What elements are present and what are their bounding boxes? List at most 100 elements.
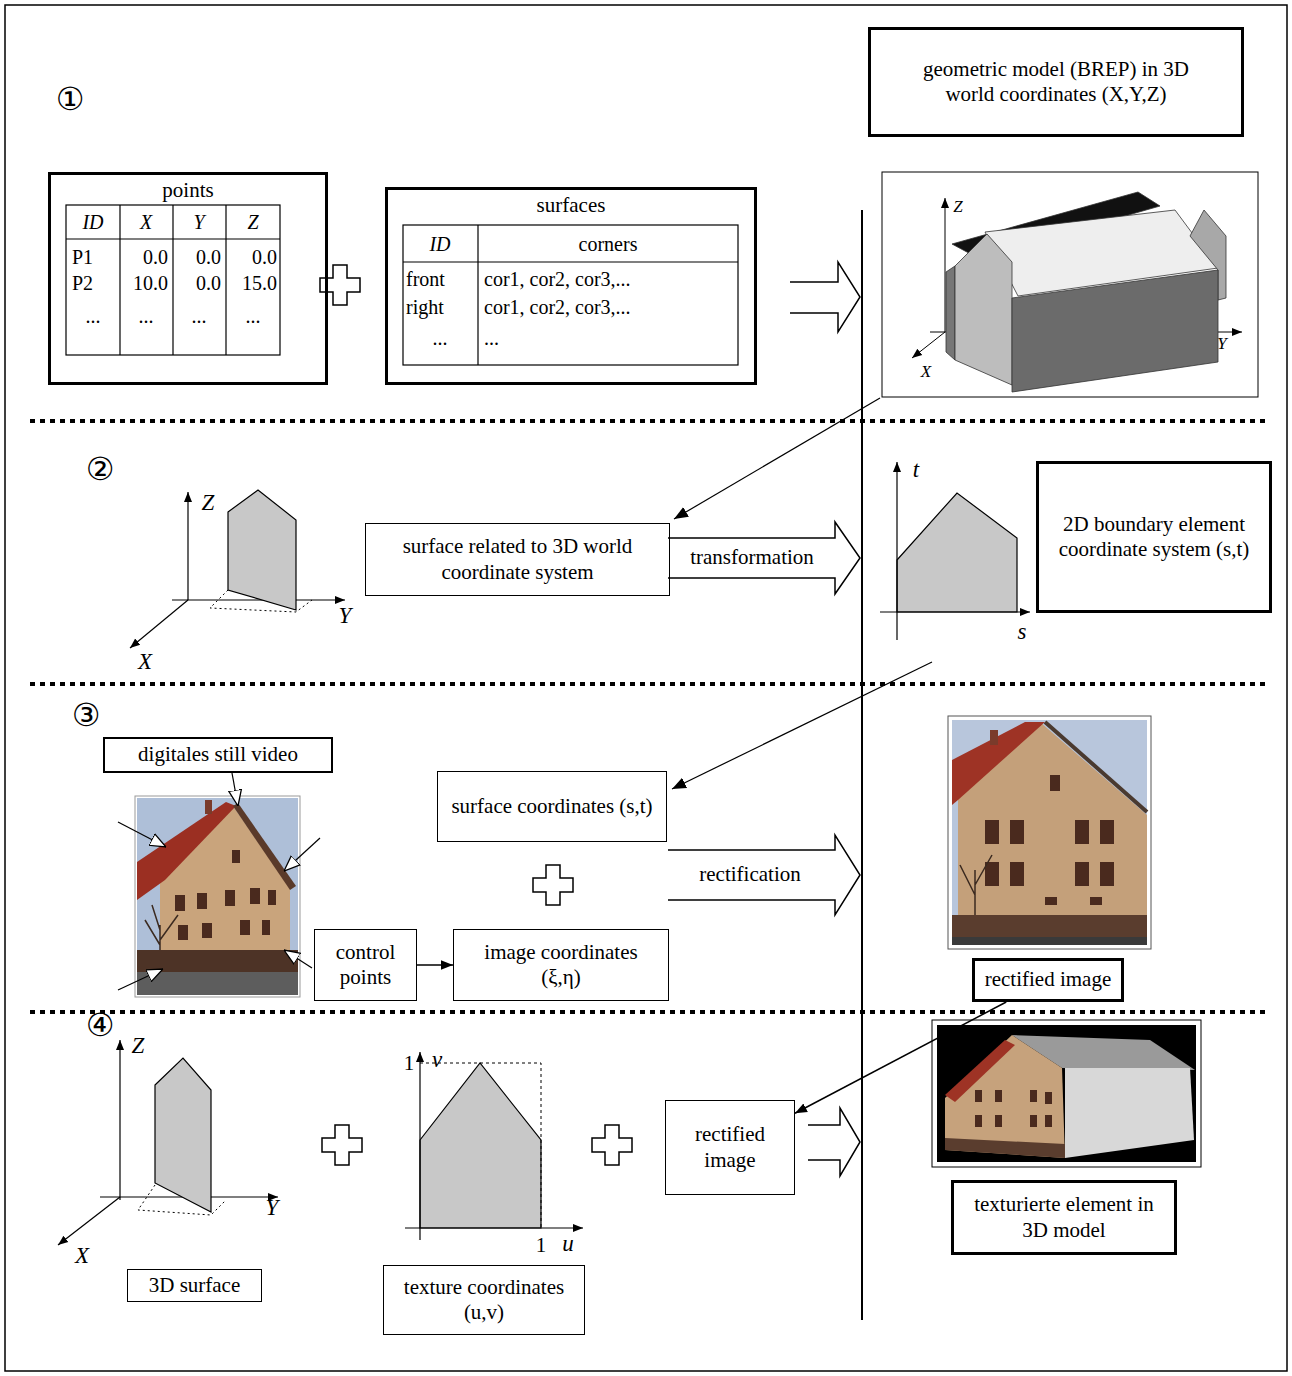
- rectified-photo: [952, 915, 1147, 937]
- rectified-photo: [985, 775, 1114, 905]
- house-photo: [225, 890, 235, 906]
- label-wrap: ...: [246, 305, 261, 327]
- label-wrap: rectification: [699, 863, 800, 886]
- label-text: s: [1018, 619, 1027, 644]
- label-wrap: ...: [484, 327, 499, 349]
- texture-sketch: [405, 1227, 583, 1228]
- rectified-photo: [1045, 897, 1057, 905]
- label-wrap: Y: [193, 211, 204, 233]
- label-text: 15.0: [242, 272, 277, 294]
- table-grid: [66, 205, 738, 365]
- label-text: v: [432, 1047, 442, 1072]
- plus-sign: [322, 1125, 362, 1165]
- textured-model: [932, 1020, 1201, 1167]
- house-photo: [160, 806, 290, 965]
- label-text: rectification: [699, 862, 800, 886]
- box-text: surface coordinates (s,t): [451, 794, 652, 819]
- rectified-photo: [1100, 862, 1114, 886]
- text-box: control points: [314, 929, 417, 1001]
- house-photo: [240, 920, 250, 935]
- label-wrap: 1: [404, 1052, 415, 1075]
- label-text: 1: [536, 1233, 547, 1257]
- label-wrap: right: [406, 296, 444, 318]
- label-text: ...: [246, 305, 261, 327]
- label-wrap: X: [921, 363, 931, 382]
- pointer-arrow: [284, 838, 320, 871]
- surface-3d-sketch: [58, 1040, 278, 1245]
- leader-arrow: [672, 662, 932, 789]
- section-separator: [30, 1010, 1265, 1014]
- text-box: rectified image: [665, 1100, 795, 1195]
- table-grid: [66, 238, 280, 239]
- label-text: u: [562, 1231, 574, 1256]
- label-wrap: corners: [579, 233, 638, 255]
- label-wrap: Z: [247, 211, 258, 233]
- text-box: image coordinates (ξ,η): [453, 929, 669, 1001]
- label-wrap: v: [432, 1047, 442, 1072]
- label-text: ②: [86, 450, 115, 488]
- house-model: [946, 266, 955, 360]
- pointer-arrow: [118, 822, 166, 847]
- connector-arrow: [795, 1002, 1006, 1113]
- label-wrap: ID: [429, 233, 450, 255]
- rectified-photo: [1010, 862, 1024, 886]
- house-photo: [268, 890, 276, 905]
- label-wrap: cor1, cor2, cor3,...: [484, 268, 631, 290]
- rectified-photo: [1090, 897, 1102, 905]
- label-wrap: cor1, cor2, cor3,...: [484, 296, 631, 318]
- rectified-photo: [948, 716, 1151, 949]
- label-text: Z: [247, 211, 258, 233]
- label-text: X: [138, 649, 152, 674]
- label-wrap: transformation: [690, 546, 814, 569]
- box-text: surface related to 3D world coordinate s…: [374, 534, 661, 584]
- section-separator: [30, 682, 1265, 686]
- house-photo: [175, 850, 276, 940]
- textured-model: [1045, 1115, 1052, 1127]
- textured-model: [975, 1115, 982, 1127]
- label-text: 0.0: [196, 272, 221, 294]
- surface-2d-sketch: [896, 462, 897, 640]
- plus-sign: [592, 1125, 632, 1165]
- rectified-photo: [985, 862, 999, 886]
- label-text: X: [140, 211, 152, 233]
- label-text: 0.0: [143, 246, 168, 268]
- textured-model: [1065, 1068, 1194, 1158]
- rectified-photo: [990, 730, 998, 745]
- textured-model: [945, 1138, 1065, 1158]
- rectified-photo: [1075, 820, 1089, 844]
- pointer-arrow: [118, 773, 320, 990]
- textured-model: [995, 1090, 1002, 1102]
- box-text: surfaces: [537, 193, 606, 218]
- box-text: control points: [319, 940, 412, 990]
- label-text: transformation: [690, 545, 814, 569]
- label-wrap: 1: [536, 1234, 547, 1257]
- house-photo: [137, 798, 298, 995]
- label-text: Z: [202, 490, 215, 515]
- label-wrap: 0.0: [252, 246, 277, 268]
- label-text: ③: [72, 696, 101, 734]
- rectified-photo: [985, 820, 999, 844]
- hollow-arrow: [668, 522, 860, 594]
- house-photo: [137, 802, 236, 900]
- rectified-photo: [1010, 820, 1024, 844]
- box-text: geometric model (BREP) in 3D world coord…: [901, 57, 1211, 107]
- label-text: ...: [192, 305, 207, 327]
- page-frame: [5, 5, 1287, 1371]
- surface-3d-sketch: [228, 490, 296, 610]
- label-text: ID: [82, 211, 103, 233]
- box-text: rectified image: [985, 967, 1112, 992]
- surface-2d-sketch: [880, 462, 1030, 640]
- table-grid: [225, 205, 226, 355]
- box-text: 3D surface: [149, 1273, 241, 1298]
- surface-3d-sketch: [130, 600, 188, 648]
- textured-model: [932, 1020, 1201, 1167]
- label-wrap: X: [140, 211, 152, 233]
- texture-sketch: [405, 1052, 583, 1240]
- rectified-photo: [960, 855, 992, 925]
- textured-model: [975, 1090, 1052, 1127]
- text-box: geometric model (BREP) in 3D world coord…: [868, 27, 1244, 137]
- house-model: [912, 332, 945, 358]
- label-wrap: ID: [82, 211, 103, 233]
- plus-sign: [533, 865, 573, 905]
